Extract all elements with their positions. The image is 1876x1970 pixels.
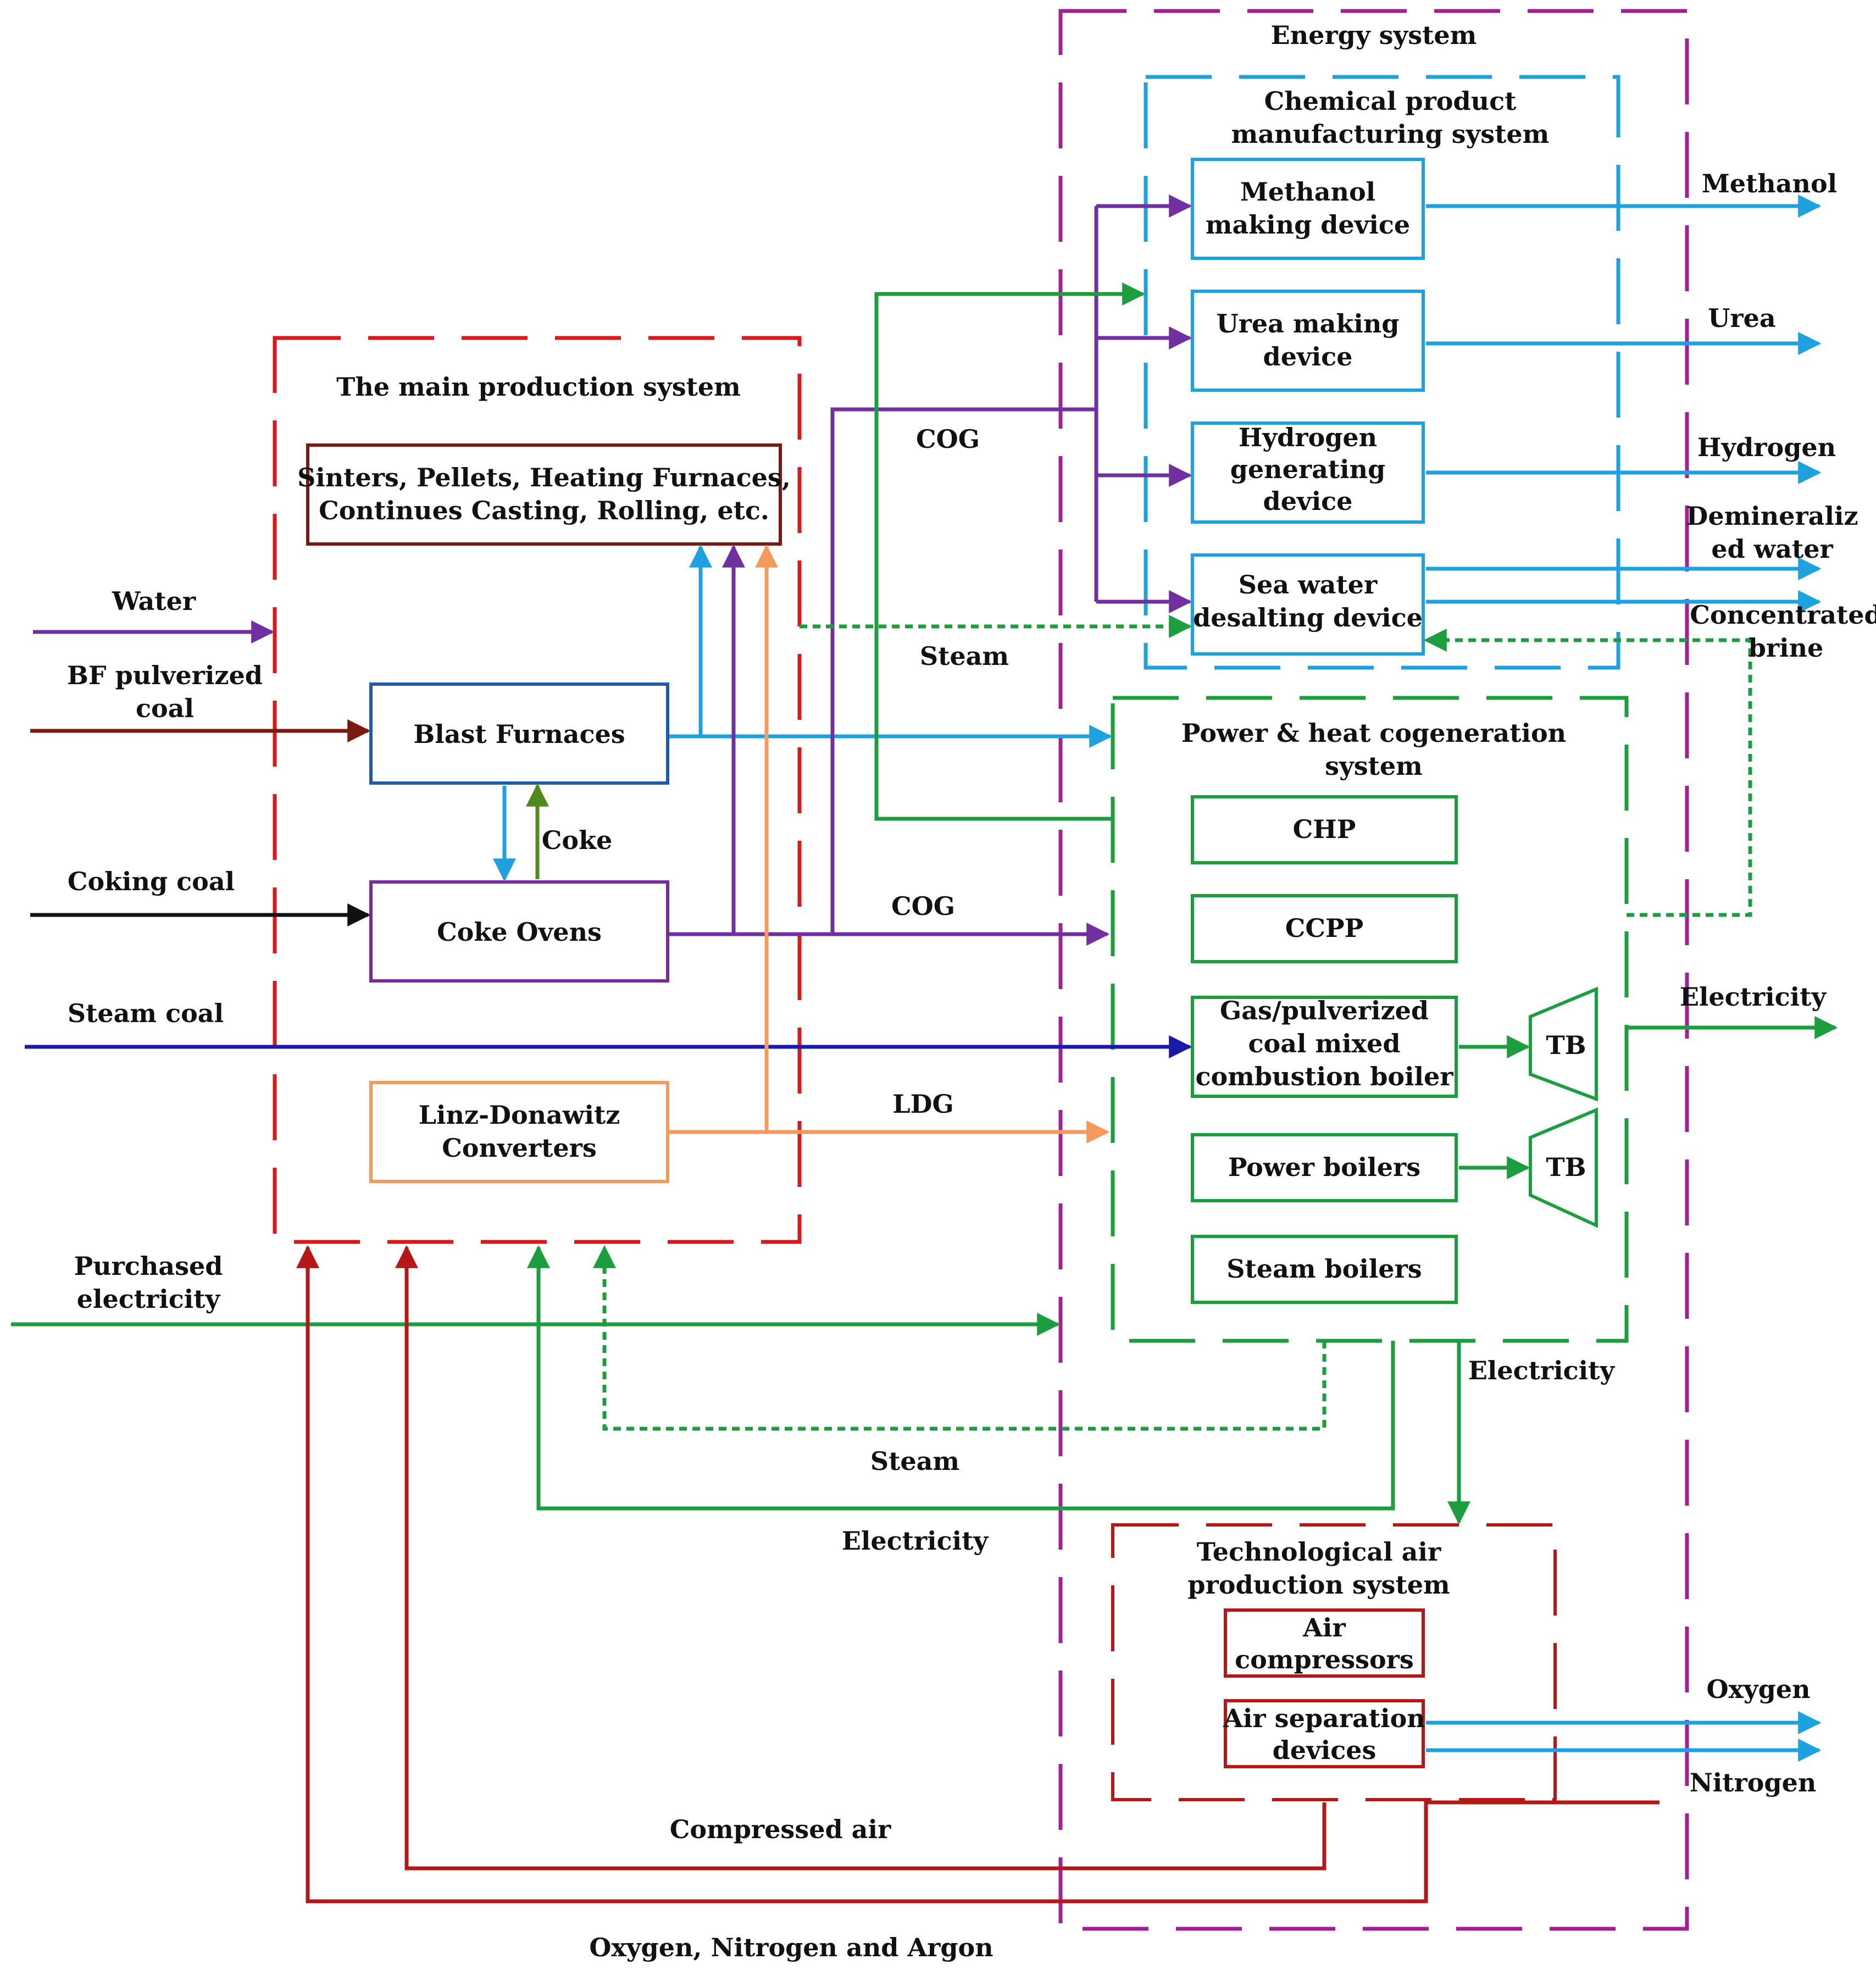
- turbine-2: [1529, 1107, 1598, 1228]
- water-label: Water: [112, 586, 196, 616]
- main-production-title: The main production system: [336, 372, 741, 402]
- ld-converters-box: [369, 1081, 669, 1183]
- energy-system-group: [1058, 9, 1689, 1931]
- compressed-air-arrow: [395, 1245, 1326, 1871]
- compressed-air-label: Compressed air: [670, 1814, 891, 1844]
- steam-coal-label: Steam coal: [68, 998, 224, 1028]
- methanol-output-label: Methanol: [1702, 169, 1837, 198]
- oxygen-nitrogen-argon-arrow: [296, 1245, 1659, 1904]
- methanol-device-box: [1191, 158, 1425, 260]
- steam-return-to-desalting-arrow: [1423, 629, 1752, 917]
- tech-air-group: [1111, 1523, 1557, 1801]
- power-heat-group: [1111, 696, 1629, 1343]
- desalting-device-box: [1191, 553, 1425, 656]
- chp-label: CHP: [1293, 814, 1356, 844]
- sinters-label: Sinters, Pellets, Heating Furnaces,Conti…: [297, 463, 791, 525]
- coking-coal-label: Coking coal: [68, 867, 235, 896]
- urea-device-box: [1191, 290, 1425, 392]
- chp-box: [1191, 795, 1458, 864]
- bfg-to-sinters-arrow: [669, 544, 712, 739]
- hydrogen-output-label: Hydrogen: [1697, 432, 1836, 462]
- electricity-down-label: Electricity: [1468, 1356, 1616, 1385]
- tb-1-label: TB: [1546, 1030, 1586, 1060]
- blast-furnaces-label: Blast Furnaces: [413, 719, 625, 749]
- oxygen-output-label: Oxygen: [1706, 1674, 1810, 1704]
- cog-top-label: COG: [916, 424, 980, 454]
- electricity-bottom-label: Electricity: [842, 1526, 989, 1556]
- ccpp-box: [1191, 894, 1458, 963]
- steam-to-main-arrow: [593, 1245, 1326, 1431]
- cog-mid-label: COG: [891, 891, 955, 921]
- air-compressors-box: [1224, 1608, 1425, 1678]
- steam-boilers-label: Steam boilers: [1226, 1254, 1422, 1284]
- oxygen-nitrogen-argon-label: Oxygen, Nitrogen and Argon: [589, 1933, 993, 1962]
- steam-boilers-box: [1191, 1235, 1458, 1304]
- sinters-box: [306, 443, 782, 546]
- coke-ovens-label: Coke Ovens: [437, 917, 602, 947]
- cog-to-chemical-line: [830, 407, 1096, 934]
- tb-2-label: TB: [1546, 1152, 1586, 1182]
- energy-system-title: Energy system: [1271, 20, 1477, 50]
- turbine-1: [1529, 986, 1598, 1102]
- coke-ovens-box: [369, 880, 669, 983]
- urea-output-label: Urea: [1708, 303, 1775, 333]
- hydrogen-device-box: [1191, 421, 1425, 524]
- electricity-to-main-arrow: [527, 1245, 1395, 1511]
- main-production-group: [273, 336, 802, 1244]
- ldg-label: LDG: [892, 1089, 954, 1119]
- power-boilers-box: [1191, 1133, 1458, 1202]
- blast-furnaces-box: [369, 682, 669, 785]
- coke-label: Coke: [542, 825, 612, 855]
- chemical-system-group: [1144, 75, 1620, 670]
- steam-bottom-label: Steam: [870, 1446, 959, 1476]
- electricity-to-chemical-arrow: [874, 282, 1146, 821]
- electricity-output-label: Electricity: [1680, 982, 1827, 1012]
- ccpp-label: CCPP: [1285, 913, 1363, 943]
- nitrogen-output-label: Nitrogen: [1690, 1768, 1817, 1797]
- mixed-boiler-box: [1191, 996, 1458, 1098]
- steam-top-label: Steam: [920, 641, 1009, 671]
- power-boilers-label: Power boilers: [1228, 1152, 1420, 1182]
- air-separation-box: [1224, 1699, 1425, 1768]
